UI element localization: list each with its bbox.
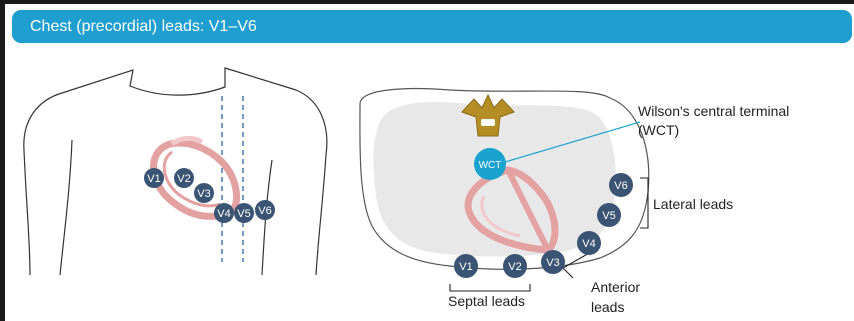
cs-electrode-v4: V4 [577,231,601,255]
body-electrode-v1: V1 [144,168,164,188]
septal-bracket [450,284,530,291]
septal-leads-label: Septal leads [448,293,525,309]
body-electrode-label: V1 [147,173,160,185]
body-electrode-label: V2 [177,173,190,185]
cs-electrode-v2: V2 [503,254,527,278]
cs-electrode-label: V1 [459,261,472,273]
body-electrode-v6: V6 [255,200,275,220]
wct-caption-line2: (WCT) [638,122,679,138]
wct-label: WCT [479,160,502,171]
wct-node: WCT [474,148,506,180]
cs-electrode-label: V6 [614,180,627,192]
body-electrode-label: V3 [197,188,210,200]
anterior-leads-label-line1: Anterior [591,279,640,295]
cs-electrode-v1: V1 [454,254,478,278]
anterior-leads-label-line2: leads [591,299,624,315]
cs-electrode-v3: V3 [541,250,565,274]
cs-electrode-label: V3 [546,257,559,269]
body-electrode-v2: V2 [174,168,194,188]
lateral-leads-label: Lateral leads [653,196,733,212]
wct-caption-line1: Wilson's central terminal [638,103,789,119]
cs-electrode-v5: V5 [597,203,621,227]
torso-outline [24,68,327,275]
cs-electrode-v6: V6 [609,173,633,197]
body-electrode-label: V5 [237,208,250,220]
body-electrode-label: V4 [217,208,230,220]
cs-electrode-label: V2 [508,261,521,273]
cs-electrode-label: V4 [582,238,595,250]
body-electrode-v3: V3 [194,183,214,203]
body-electrode-v5: V5 [234,203,254,223]
body-electrode-v4: V4 [214,203,234,223]
cs-electrode-label: V5 [602,210,615,222]
body-electrode-label: V6 [258,205,271,217]
